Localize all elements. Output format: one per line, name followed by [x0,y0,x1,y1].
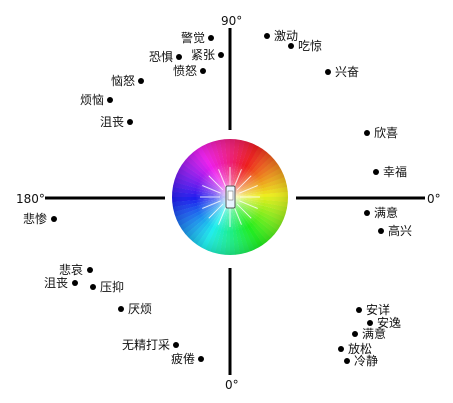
emotion-dot [87,267,93,273]
emotion-label: 悲惨 [23,211,47,226]
emotion-label: 幸福 [383,164,407,179]
emotion-label: 安逸 [377,315,401,330]
emotion-dot [367,320,373,326]
emotion-label: 满意 [374,205,398,220]
emotion-dot [218,52,224,58]
emotion-label: 安详 [366,302,390,317]
emotion-label: 满意 [362,326,386,341]
emotion-label: 压抑 [100,279,124,294]
emotion-label: 放松 [348,341,372,356]
emotion-dot [373,169,379,175]
emotion-label: 欣喜 [374,126,398,140]
emotion-dot [325,69,331,75]
emotion-label: 吃惊 [298,38,322,53]
emotion-label: 厌烦 [128,302,152,316]
emotion-dot [364,210,370,216]
emotion-label: 沮丧 [100,115,124,129]
emotion-label: 沮丧 [44,276,68,290]
emotion-label: 高兴 [388,223,412,238]
emotion-label: 恐惧 [149,49,173,64]
emotion-dot [338,346,344,352]
emotion-label: 烦恼 [80,93,104,107]
emotion-dot [138,78,144,84]
emotion-dot [200,68,206,74]
emotion-dot [356,307,362,313]
emotion-dot [208,35,214,41]
emotion-label: 无精打采 [122,338,170,352]
emotion-label: 激动 [274,29,298,43]
emotion-dot [51,216,57,222]
emotion-dot [72,280,78,286]
emotion-dot [127,119,133,125]
emotion-label: 恼怒 [111,73,135,88]
emotion-label: 疲倦 [171,351,195,366]
emotion-dot [107,97,113,103]
axis-label-bottom: 0° [225,378,239,392]
emotion-label: 悲哀 [59,262,83,277]
axis-label-right: 0° [427,192,441,206]
emotion-dot [364,130,370,136]
emotion-dot [352,331,358,337]
emotion-label: 紧张 [191,48,215,62]
emotion-dot [173,342,179,348]
axis-label-top: 90° [221,14,242,28]
emotion-dot [198,356,204,362]
emotion-dot [90,284,96,290]
emotion-dot [176,54,182,60]
emotion-label: 兴奋 [335,65,359,79]
emotion-dot [378,228,384,234]
emotion-dot [264,33,270,39]
emotion-label: 冷静 [354,354,378,368]
emotion-dot [288,43,294,49]
emotion-dot [118,306,124,312]
emotion-label: 愤怒 [173,63,197,78]
emotion-label: 警觉 [181,30,205,45]
emotion-dot [344,358,350,364]
axis-label-left: 180° [16,192,45,206]
color-wheel [172,139,288,255]
